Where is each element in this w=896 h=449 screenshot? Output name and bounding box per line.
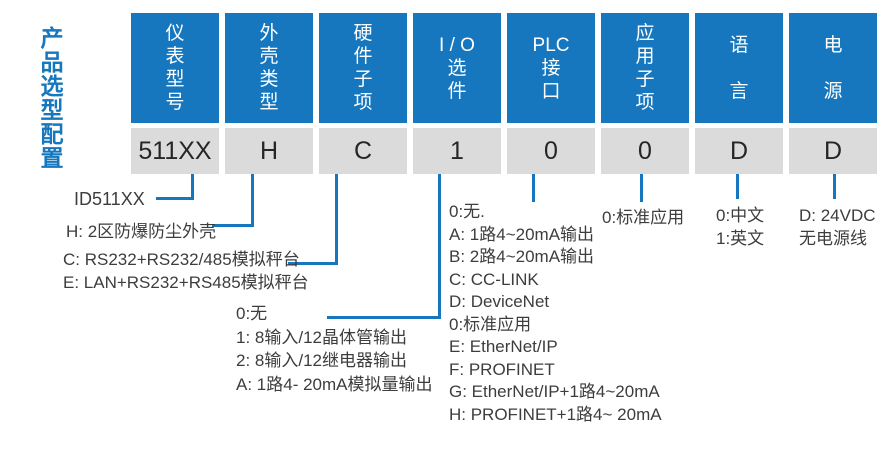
- connector-io-option-vertical: [438, 174, 441, 319]
- connector-hardware-subitem-horizontal: [288, 262, 338, 265]
- connector-instrument-model-horizontal: [156, 197, 194, 200]
- annotation-power: D: 24VDC 无电源线: [799, 206, 876, 248]
- connector-io-option-horizontal: [327, 316, 441, 319]
- column-header-application-subitem: 应 用 子 项: [601, 13, 689, 123]
- column-application-subitem: 应 用 子 项 0: [601, 13, 689, 174]
- column-header-language: 语 言: [695, 13, 783, 123]
- column-value-plc-interface: 0: [507, 128, 595, 174]
- page-title: 产品选型配置: [37, 26, 63, 170]
- column-plc-interface: PLC 接 口 0: [507, 13, 595, 174]
- column-header-power: 电 源: [789, 13, 877, 123]
- column-io-option: I / O 选 件 1: [413, 13, 501, 174]
- connector-plc-interface-vertical: [532, 174, 535, 202]
- column-power: 电 源 D: [789, 13, 877, 174]
- column-header-enclosure-type: 外 壳 类 型: [225, 13, 313, 123]
- column-value-instrument-model: 511XX: [131, 128, 219, 174]
- column-enclosure-type: 外 壳 类 型 H: [225, 13, 313, 174]
- connector-language-vertical: [736, 174, 739, 199]
- column-header-instrument-model: 仪 表 型 号: [131, 13, 219, 123]
- annotation-application-subitem: 0:标准应用: [602, 208, 685, 227]
- annotation-hardware-subitem: C: RS232+RS232/485模拟秤台 E: LAN+RS232+RS48…: [63, 250, 309, 292]
- column-value-application-subitem: 0: [601, 128, 689, 174]
- column-value-power: D: [789, 128, 877, 174]
- connector-power-vertical: [833, 174, 836, 199]
- annotation-plc-interface: 0:无. A: 1路4~20mA输出 B: 2路4~20mA输出 C: CC-L…: [449, 202, 662, 424]
- annotation-instrument-model: ID511XX: [74, 189, 145, 209]
- connector-enclosure-type-vertical: [251, 174, 254, 227]
- annotation-enclosure-type: H: 2区防爆防尘外壳: [66, 222, 217, 241]
- annotation-io-option: 0:无 1: 8输入/12晶体管输出 2: 8输入/12继电器输出 A: 1路4…: [236, 304, 433, 394]
- column-language: 语 言 D: [695, 13, 783, 174]
- column-header-hardware-subitem: 硬 件 子 项: [319, 13, 407, 123]
- connector-hardware-subitem-vertical: [335, 174, 338, 265]
- column-value-hardware-subitem: C: [319, 128, 407, 174]
- connector-instrument-model-vertical: [191, 174, 194, 200]
- connector-application-subitem-vertical: [640, 174, 643, 202]
- column-value-io-option: 1: [413, 128, 501, 174]
- column-value-language: D: [695, 128, 783, 174]
- column-instrument-model: 仪 表 型 号 511XX: [131, 13, 219, 174]
- connector-enclosure-type-horizontal: [212, 224, 254, 227]
- column-header-io-option: I / O 选 件: [413, 13, 501, 123]
- column-header-plc-interface: PLC 接 口: [507, 13, 595, 123]
- column-value-enclosure-type: H: [225, 128, 313, 174]
- column-hardware-subitem: 硬 件 子 项 C: [319, 13, 407, 174]
- annotation-language: 0:中文 1:英文: [716, 206, 765, 248]
